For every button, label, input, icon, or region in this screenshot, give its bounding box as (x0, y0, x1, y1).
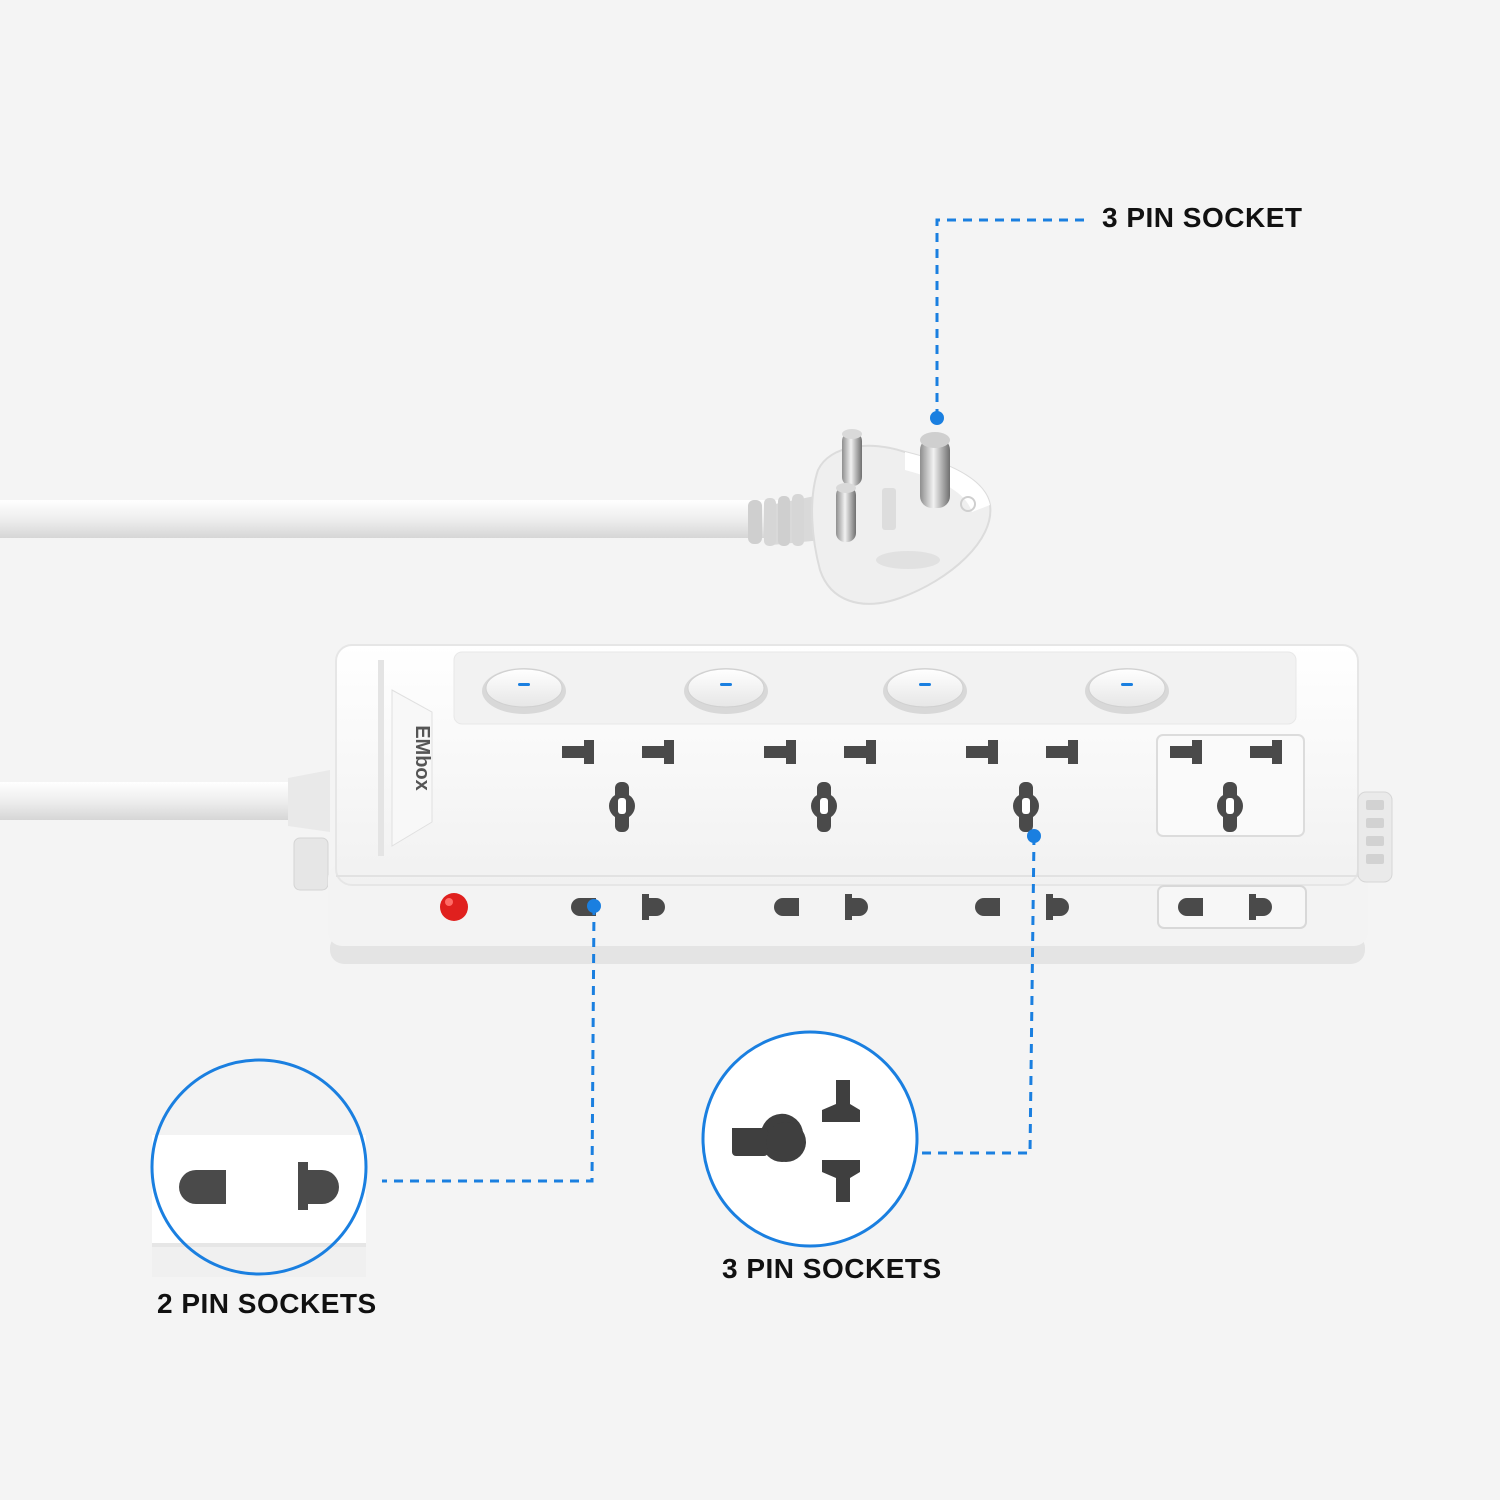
rocker-switch-icon[interactable] (883, 668, 967, 714)
three-pin-callout-label: 3 PIN SOCKETS (722, 1253, 942, 1284)
three-pin-socket-zoom-icon (732, 1080, 860, 1202)
rocker-switch-icon[interactable] (482, 668, 566, 714)
three-pin-plug-icon (748, 429, 992, 605)
two-pin-callout-label: 2 PIN SOCKETS (157, 1288, 377, 1319)
plug-cert-mark (960, 496, 976, 512)
callout-line-plug (930, 218, 1086, 425)
plug-rating-mark (882, 488, 896, 530)
zoom-circle-two-pin (150, 1058, 368, 1277)
universal-socket (966, 740, 1078, 832)
brand-panel: EMbox (378, 660, 433, 856)
extension-board: EMbox (328, 644, 1393, 964)
two-pin-socket (774, 894, 868, 920)
switch-panel (453, 651, 1297, 725)
side-usb-ports (1357, 791, 1393, 883)
plug-pin-live (842, 429, 862, 486)
callout-line-two-pin (382, 899, 601, 1183)
power-led-icon (440, 893, 468, 921)
plug-pin-earth (920, 432, 950, 508)
two-pin-socket (975, 894, 1069, 920)
universal-socket (764, 740, 876, 832)
two-pin-frame-right (1157, 885, 1307, 929)
callout-line-three-pin (920, 829, 1041, 1155)
power-cord-upper (0, 500, 780, 538)
two-pin-socket-zoom-icon (179, 1162, 339, 1210)
zoom-circle-three-pin (701, 1030, 919, 1248)
rocker-switch-icon[interactable] (684, 668, 768, 714)
universal-socket (562, 740, 674, 832)
plug-pin-neutral (836, 483, 856, 542)
power-cord-lower (0, 770, 330, 891)
rocker-switch-icon[interactable] (1085, 668, 1169, 714)
universal-socket (1170, 740, 1282, 832)
brand-logo: EMbox (411, 725, 433, 791)
plug-callout-label: 3 PIN SOCKET (1102, 202, 1303, 233)
two-pin-socket (1178, 894, 1272, 920)
strain-relief (748, 494, 804, 546)
